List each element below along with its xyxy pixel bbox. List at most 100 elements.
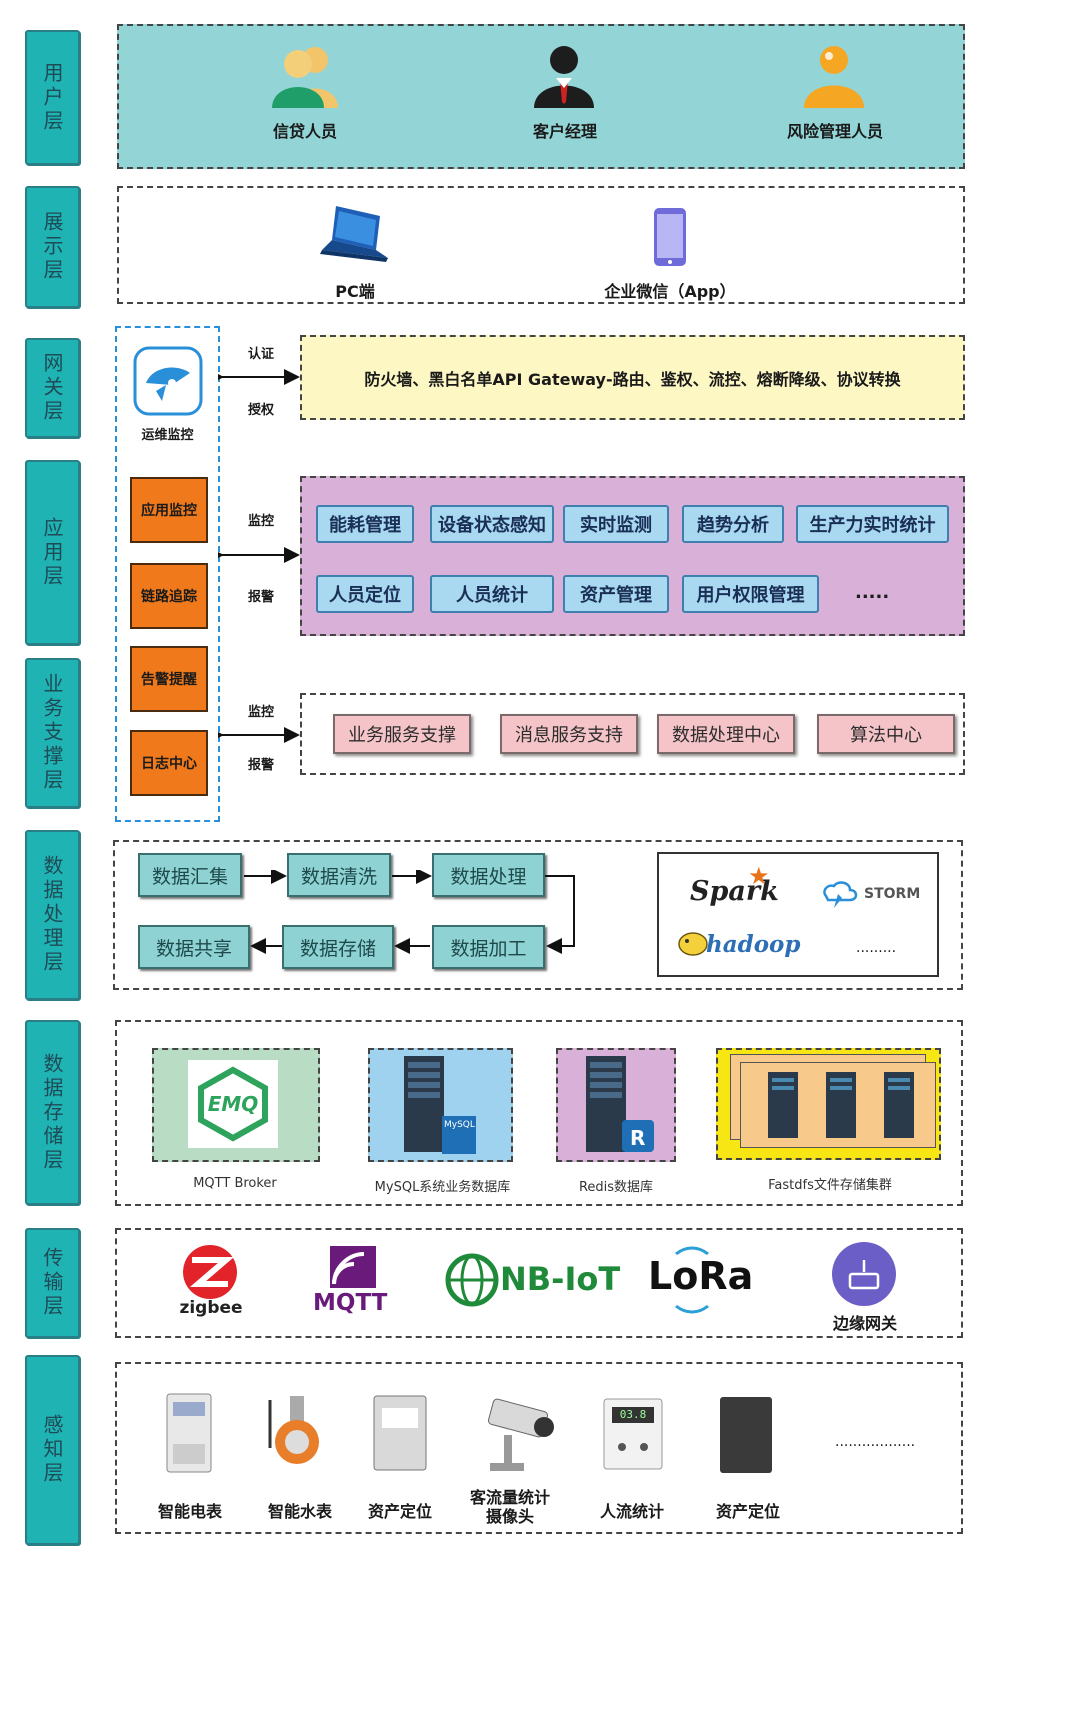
lora-logo: LoRa (648, 1254, 754, 1298)
display-app: 企业微信（App） (604, 282, 736, 301)
people-counter-icon (603, 1398, 663, 1470)
user-account-manager: 客户经理 (532, 122, 597, 141)
storage-mysql: MySQL系统业务数据库 (374, 1180, 511, 1195)
arrow-label-biz-alert: 报警 (248, 758, 275, 773)
proc-clean: 数据清洗 (287, 853, 391, 897)
proc-flow-arrows (244, 870, 575, 954)
app-asset-mgmt: 资产管理 (563, 575, 669, 613)
redis-server-icon (586, 1056, 654, 1152)
sensor-water-meter: 智能水表 (267, 1502, 332, 1521)
biz-algorithm: 算法中心 (817, 714, 955, 754)
proc-transform: 数据加工 (432, 925, 545, 969)
layer-label-business: 业务支撑层 (25, 658, 80, 808)
app-permission: 用户权限管理 (682, 575, 819, 613)
mqtt-waves-icon (330, 1246, 376, 1288)
account-manager-icon (534, 46, 594, 108)
ops-title: 运维监控 (141, 428, 194, 443)
arrow-label-auth: 认证 (248, 347, 275, 362)
sensor-asset-locate-1: 资产定位 (367, 1502, 432, 1521)
proc-tools-box (657, 852, 939, 977)
app-more: ..... (855, 582, 890, 603)
app-device-status: 设备状态感知 (430, 505, 554, 543)
ops-monitor-icon (133, 346, 203, 416)
water-meter-icon (268, 1396, 319, 1464)
spark-logo: Spark (690, 876, 779, 907)
credit-staff-icon (272, 47, 338, 108)
storage-fastdfs: Fastdfs文件存储集群 (768, 1178, 892, 1193)
layer-label-transport: 传输层 (25, 1228, 80, 1338)
edge-gateway-icon (832, 1242, 896, 1306)
biz-data-center: 数据处理中心 (657, 714, 795, 754)
gateway-panel: 防火墙、黑白名单API Gateway-路由、鉴权、流控、熔断降级、协议转换 (300, 335, 965, 420)
ops-trace: 链路追踪 (130, 563, 208, 629)
proc-share: 数据共享 (138, 925, 250, 969)
layer-label-application: 应用层 (25, 460, 80, 645)
display-panel (117, 186, 965, 304)
laptop-icon (320, 206, 388, 262)
app-energy: 能耗管理 (316, 505, 414, 543)
emq-label: EMQ (207, 1092, 259, 1116)
perception-panel (115, 1362, 963, 1534)
proc-collect: 数据汇集 (138, 853, 242, 897)
ops-arrows (218, 369, 300, 743)
user-risk-manager: 风险管理人员 (786, 122, 883, 141)
mysql-server-icon (404, 1056, 476, 1154)
camera-icon (487, 1398, 554, 1471)
counter-display: 03.8 (619, 1408, 647, 1421)
ops-alert: 告警提醒 (130, 646, 208, 712)
smart-meter-icon (166, 1393, 212, 1473)
lora-waves-icon (675, 1246, 709, 1314)
storm-icon (823, 881, 858, 908)
storage-panel (115, 1020, 963, 1206)
spark-star-icon: ★ (748, 862, 770, 890)
biz-service: 业务服务支撑 (333, 714, 471, 754)
nbiot-logo: NB-IoT (500, 1260, 621, 1298)
app-person-locate: 人员定位 (316, 575, 414, 613)
layer-label-display: 展示层 (25, 186, 80, 308)
asset-tracker-icon (373, 1395, 427, 1471)
hadoop-elephant-icon (678, 932, 708, 956)
layer-label-storage: 数据存储层 (25, 1020, 80, 1205)
processing-panel (113, 840, 963, 990)
user-credit-staff: 信贷人员 (272, 122, 337, 141)
layer-label-perception: 感知层 (25, 1355, 80, 1545)
business-panel (300, 693, 965, 775)
redis-tag: R (630, 1126, 646, 1150)
mobile-icon (654, 208, 686, 266)
emq-hex-icon (198, 1066, 268, 1142)
arrow-label-app-monitor: 监控 (248, 514, 275, 529)
arrow-label-authorize: 授权 (248, 403, 275, 418)
sensor-camera: 客流量统计 摄像头 (469, 1488, 550, 1527)
display-pc: PC端 (335, 282, 375, 301)
layer-label-gateway: 网关层 (25, 338, 80, 438)
app-person-stats: 人员统计 (430, 575, 554, 613)
storage-mqtt-broker: MQTT Broker (193, 1176, 277, 1191)
storage-redis: Redis数据库 (578, 1180, 654, 1195)
asset-box-icon (720, 1397, 772, 1473)
mqtt-logo: MQTT (313, 1290, 388, 1316)
edge-gateway-label: 边缘网关 (832, 1314, 897, 1333)
arrow-label-biz-monitor: 监控 (248, 705, 275, 720)
zigbee-icon (183, 1245, 237, 1299)
fastdfs-servers-icon (768, 1072, 914, 1138)
hadoop-logo: hadoop (706, 931, 801, 958)
transport-panel (115, 1228, 963, 1338)
layer-label-processing: 数据处理层 (25, 830, 80, 1000)
ops-log: 日志中心 (130, 730, 208, 796)
perception-more: .................. (835, 1434, 916, 1450)
sensor-asset-locate-2: 资产定位 (715, 1502, 780, 1521)
storm-logo: STORM (864, 886, 921, 902)
risk-manager-icon (804, 46, 864, 108)
ops-panel (115, 326, 220, 822)
layer-label-user: 用户层 (25, 30, 80, 165)
ops-app-monitor: 应用监控 (130, 477, 208, 543)
proc-process: 数据处理 (432, 853, 545, 897)
nbiot-globe-icon (445, 1253, 499, 1307)
app-trend: 趋势分析 (682, 505, 784, 543)
proc-store: 数据存储 (282, 925, 394, 969)
tools-more: ......... (856, 940, 897, 956)
sensor-electric-meter: 智能电表 (157, 1502, 222, 1521)
zigbee-logo: zigbee (179, 1298, 243, 1318)
gateway-text: 防火墙、黑白名单API Gateway-路由、鉴权、流控、熔断降级、协议转换 (364, 369, 901, 389)
app-realtime: 实时监测 (563, 505, 669, 543)
